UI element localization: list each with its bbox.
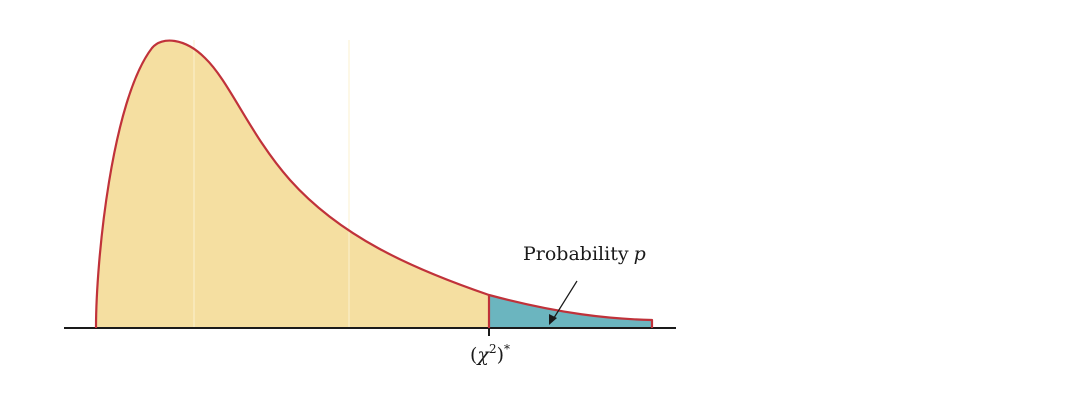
critical-value-label: (χ2)* bbox=[470, 342, 510, 366]
paren-close: ) bbox=[496, 344, 504, 366]
density-curve bbox=[94, 39, 654, 329]
arrow-head bbox=[549, 314, 557, 325]
chi-exponent: 2 bbox=[488, 342, 497, 356]
upper-tail-area bbox=[489, 295, 652, 328]
probability-symbol: p bbox=[633, 243, 646, 265]
chi-symbol: χ bbox=[477, 344, 489, 366]
annotation-arrow bbox=[551, 280, 578, 322]
paren-open: ( bbox=[470, 344, 478, 366]
critical-star: * bbox=[504, 342, 510, 356]
probability-text: Probability bbox=[523, 243, 629, 265]
